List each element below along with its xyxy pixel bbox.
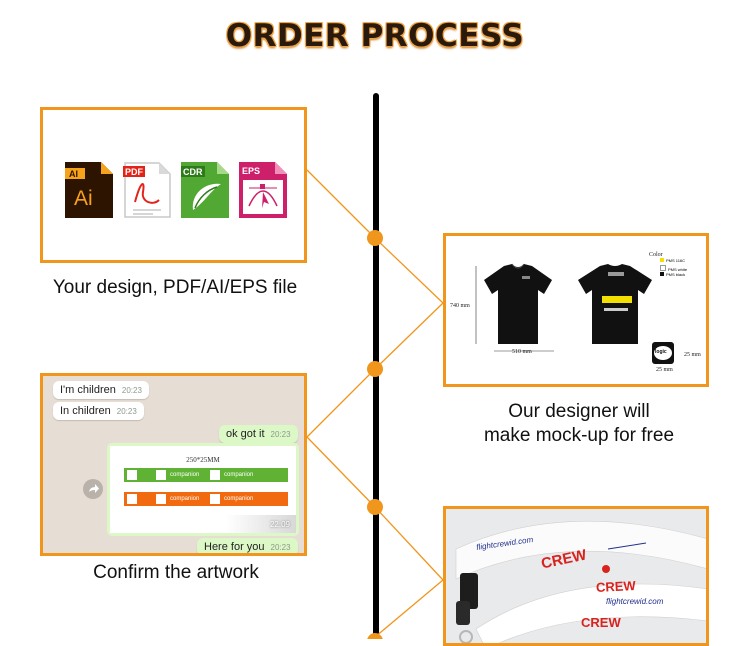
pdf-file-icon: PDF [123, 162, 171, 218]
forward-icon[interactable] [83, 479, 103, 499]
design-files-box: AI Ai PDF CDR EPS [40, 107, 307, 263]
ai-file-icon: AI Ai [65, 162, 113, 218]
connector-lanyard-2 [374, 579, 444, 638]
connector-lanyard [374, 506, 444, 581]
color-key: PMS 116C PMS white PMS black [660, 258, 687, 279]
tshirt-front-icon [484, 263, 552, 344]
mockup-height-label: 740 mm [450, 303, 470, 309]
tshirt-back-icon [578, 264, 652, 344]
lanyard-crew-text: CREW [581, 615, 621, 630]
design-files-caption: Your design, PDF/AI/EPS file [52, 277, 298, 298]
cdr-file-icon: CDR [181, 162, 229, 218]
lanyard-crew-text: CREW [595, 577, 637, 596]
connector-mockup-2 [374, 302, 444, 370]
artwork-time: 22:09 [269, 520, 290, 529]
mockup-dimension-lines [475, 266, 554, 352]
wristband-green: companion companion [124, 468, 288, 482]
lanyard-illustration [455, 520, 706, 643]
patch-width-label: 25 mm [656, 367, 673, 373]
timeline-dot-3 [367, 499, 383, 515]
color-key-title: Color [649, 252, 663, 258]
wristband-orange: companion companion [124, 492, 288, 506]
artwork-dim-label: 250*25MM [186, 456, 220, 464]
connector-confirm-2 [306, 436, 376, 508]
connector-design [306, 169, 376, 239]
lanyard-site-text: flightcrewid.com [606, 597, 664, 606]
artwork-image-message[interactable]: 250*25MM companion companion companion c… [107, 443, 299, 536]
svg-text:PDF: PDF [125, 167, 144, 177]
mockup-caption-line2: make mock-up for free [483, 425, 675, 446]
timeline-dot-4 [367, 633, 383, 639]
svg-text:CDR: CDR [183, 167, 203, 177]
svg-text:EPS: EPS [242, 166, 260, 176]
color-key-item: PMS white [660, 265, 687, 272]
connector-mockup [374, 237, 444, 304]
confirm-caption: Confirm the artwork [93, 562, 259, 583]
mockup-caption: Our designer will make mock-up for free [443, 400, 715, 448]
mockup-caption-line1: Our designer will [508, 401, 650, 422]
page-title: ORDER PROCESS [225, 18, 525, 54]
logo-patch: logic [652, 342, 674, 364]
svg-text:AI: AI [69, 169, 78, 179]
svg-text:Ai: Ai [74, 187, 93, 210]
eps-file-icon: EPS [239, 162, 287, 218]
connector-confirm [306, 368, 376, 438]
color-key-item: PMS 116C [660, 258, 687, 265]
timeline-dot-1 [367, 230, 383, 246]
timeline-dot-2 [367, 361, 383, 377]
lanyard-photo-box: CREW CREW CREW flightcrewid.com flightcr… [443, 506, 709, 646]
mockup-box: 740 mm 510 mm Color PMS 116C PMS white P… [443, 233, 709, 387]
color-key-item: PMS black [660, 272, 687, 279]
mockup-width-label: 510 mm [512, 349, 532, 355]
patch-height-label: 25 mm [684, 352, 701, 358]
